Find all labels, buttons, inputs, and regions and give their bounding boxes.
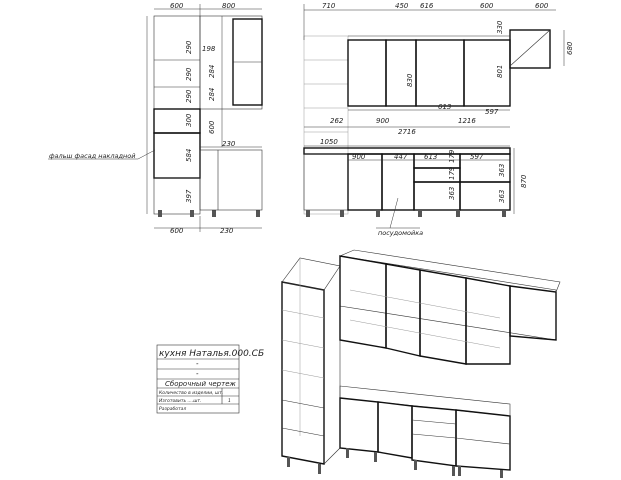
left-side-view: 600 800 290 290 290 300 584 397 198 284 … bbox=[48, 2, 263, 235]
title-name: кухня Наталья.000.СБ bbox=[159, 349, 264, 359]
dim-397: 397 bbox=[185, 189, 193, 203]
front-view: 710 450 616 600 600 680 330 830 801 613 … bbox=[303, 2, 574, 237]
dim-198: 198 bbox=[202, 45, 216, 53]
dim-613-bottom: 613 bbox=[424, 153, 437, 161]
dim-363-r1: 363 bbox=[498, 164, 506, 177]
dim-800-top: 800 bbox=[222, 2, 236, 10]
isometric-view bbox=[281, 249, 561, 478]
tall-cabinet bbox=[153, 15, 201, 215]
upper-cabinet-1 bbox=[347, 39, 387, 107]
dim-597-top: 597 bbox=[485, 108, 499, 116]
dim-284-a: 284 bbox=[208, 65, 216, 78]
dim-870: 870 bbox=[520, 174, 528, 188]
iso-drawer-stack-2 bbox=[455, 409, 511, 471]
lower-cabinet-side bbox=[199, 149, 263, 211]
dim-600-b: 600 bbox=[535, 2, 549, 10]
dim-262: 262 bbox=[330, 117, 344, 125]
dim-230-side: 230 bbox=[222, 140, 236, 148]
dim-597-bottom: 597 bbox=[470, 153, 484, 161]
tall-column-front bbox=[281, 281, 325, 465]
iso-upper-2 bbox=[385, 263, 421, 357]
dim-900-top: 900 bbox=[376, 117, 390, 125]
lower-cabinet-1 bbox=[347, 153, 383, 211]
dim-584: 584 bbox=[185, 149, 193, 162]
dim-600-side: 600 bbox=[208, 120, 216, 134]
dim-900-bottom: 900 bbox=[352, 153, 366, 161]
false-facade-panel bbox=[153, 132, 201, 179]
dim-447: 447 bbox=[394, 153, 408, 161]
iso-dishwasher bbox=[377, 401, 413, 459]
title-block: кухня Наталья.000.СБ - - Сборочный черте… bbox=[156, 344, 264, 414]
iso-upper-3 bbox=[419, 269, 467, 365]
corner-upper-cabinet bbox=[509, 29, 551, 69]
title-row-2-num: 1 bbox=[228, 398, 231, 404]
dim-830: 830 bbox=[406, 73, 414, 87]
drawer-front bbox=[153, 108, 201, 134]
title-row-1: Количество в изделии, шт. bbox=[159, 390, 223, 396]
dim-1050: 1050 bbox=[320, 138, 338, 146]
dim-230-bottom: 230 bbox=[220, 227, 234, 235]
dishwasher-callout: посудомойка bbox=[378, 229, 423, 237]
dim-179-mid: 179 bbox=[448, 166, 456, 180]
drawer-5 bbox=[459, 181, 511, 211]
dim-613-top: 613 bbox=[438, 103, 451, 111]
title-dash-1: - bbox=[196, 360, 199, 368]
dim-600-a: 600 bbox=[480, 2, 494, 10]
dishwasher-front bbox=[381, 153, 415, 211]
dim-284-b: 284 bbox=[208, 88, 216, 101]
dim-2716: 2716 bbox=[398, 128, 416, 136]
dim-330: 330 bbox=[496, 20, 504, 34]
dim-710: 710 bbox=[322, 2, 336, 10]
upper-cabinet-3 bbox=[415, 39, 465, 107]
dim-290-b: 290 bbox=[185, 67, 193, 81]
title-row-2: Изготовить ....шт. bbox=[159, 398, 201, 404]
iso-upper-4 bbox=[465, 277, 511, 365]
dim-450: 450 bbox=[395, 2, 409, 10]
iso-lower-1 bbox=[339, 397, 379, 453]
iso-corner-upper bbox=[509, 285, 557, 341]
false-facade-callout: фальш фасад накладной bbox=[49, 152, 135, 160]
dim-363-left: 363 bbox=[448, 187, 456, 200]
iso-upper-1 bbox=[339, 255, 387, 349]
dim-680: 680 bbox=[566, 41, 574, 55]
upper-cabinet-2 bbox=[385, 39, 417, 107]
dim-363-r2: 363 bbox=[498, 190, 506, 203]
title-dash-2: - bbox=[196, 370, 199, 378]
dim-616: 616 bbox=[420, 2, 434, 10]
dim-1216: 1216 bbox=[458, 117, 476, 125]
dim-600-bottom: 600 bbox=[170, 227, 184, 235]
title-row-3: Разработал bbox=[159, 406, 186, 412]
dim-290-c: 290 bbox=[185, 89, 193, 103]
title-doc-type: Сборочный чертеж bbox=[165, 380, 236, 388]
dim-801: 801 bbox=[496, 65, 504, 78]
dim-179-top: 179 bbox=[448, 149, 456, 163]
upper-cabinet-4 bbox=[463, 39, 511, 107]
dim-300: 300 bbox=[185, 113, 193, 127]
dim-600-top: 600 bbox=[170, 2, 184, 10]
dim-290-a: 290 bbox=[185, 40, 193, 54]
